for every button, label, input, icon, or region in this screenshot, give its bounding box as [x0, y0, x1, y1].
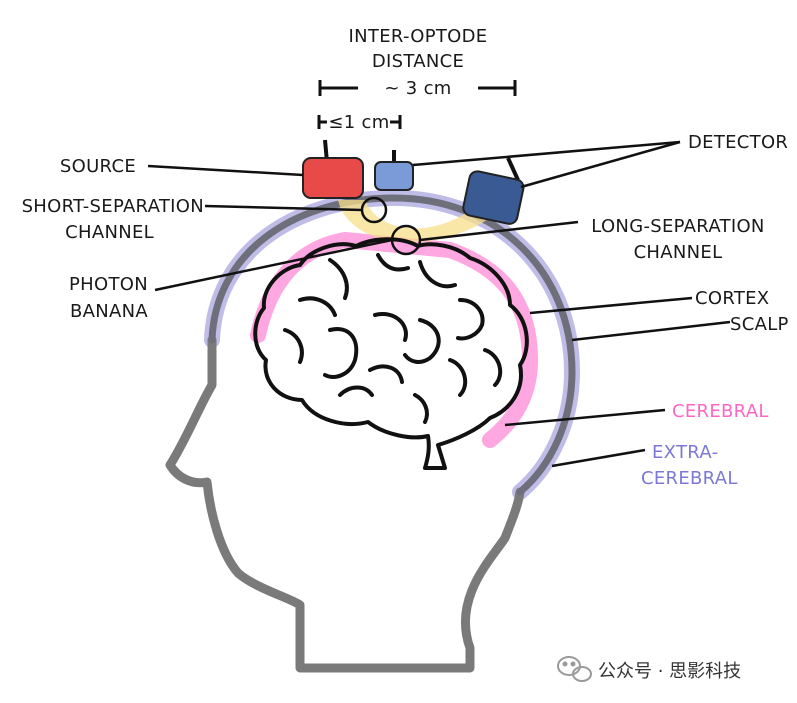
wechat-icon [557, 656, 592, 682]
extra-cerebral-label-line2: CEREBRAL [641, 468, 738, 489]
long-separation-label-line2: CHANNEL [634, 242, 723, 263]
photon-banana-label-line2: BANANA [70, 301, 148, 322]
brain [253, 237, 529, 470]
photon-banana-label-line1: PHOTON [69, 274, 148, 295]
long-detector-optode[interactable] [462, 157, 525, 225]
inter-optode-label-line2: DISTANCE [372, 51, 464, 72]
short-detector-optode[interactable] [374, 150, 414, 191]
cortex-label: CORTEX [695, 288, 769, 309]
extra-cerebral-label-line1: EXTRA- [652, 442, 718, 463]
head-outline [165, 335, 525, 673]
source-optode[interactable] [302, 139, 364, 199]
watermark-text: 公众号 · 思影科技 [598, 661, 741, 682]
long-separation-label-line1: LONG-SEPARATION [591, 216, 764, 237]
short-separation-label-line1: SHORT-SEPARATION [22, 196, 204, 217]
cerebral-label: CEREBRAL [672, 401, 769, 422]
photon-banana [338, 200, 498, 243]
short-distance-value: ≤1 cm [328, 112, 389, 133]
inter-optode-value: ~ 3 cm [384, 78, 451, 99]
inter-optode-distance-marker [318, 80, 517, 96]
short-separation-label-line2: CHANNEL [65, 222, 154, 243]
inter-optode-label-line1: INTER-OPTODE [349, 26, 488, 47]
leader-lines [147, 140, 731, 468]
detector-label: DETECTOR [688, 132, 788, 153]
wechat-watermark: 公众号 · 思影科技 [557, 656, 741, 682]
scalp-label: SCALP [730, 314, 789, 335]
source-label: SOURCE [60, 156, 136, 177]
short-distance-marker [317, 115, 402, 129]
